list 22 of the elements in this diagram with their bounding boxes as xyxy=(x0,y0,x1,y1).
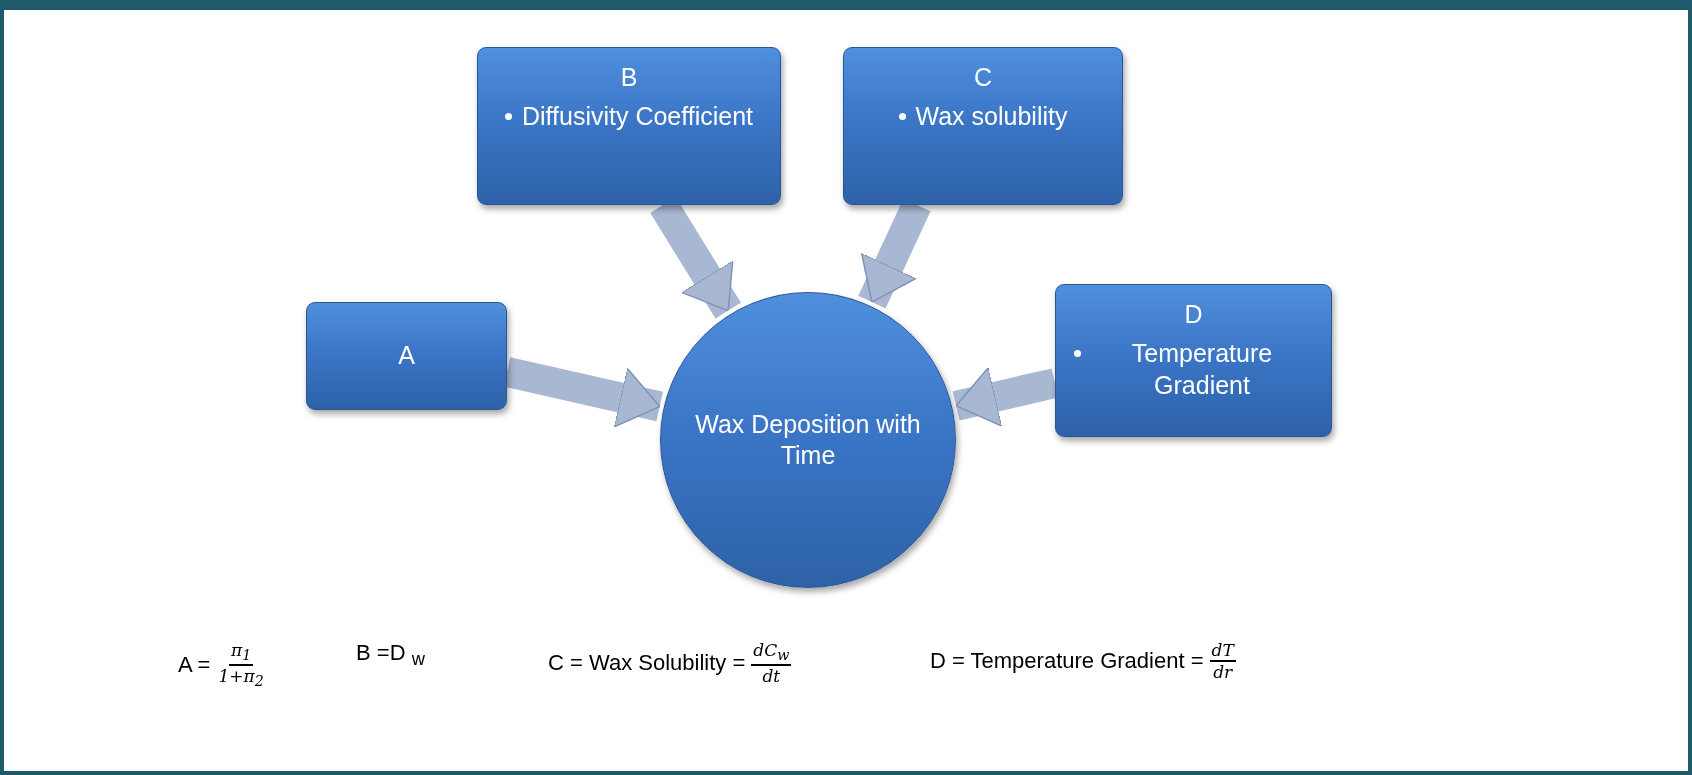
process-box xyxy=(306,302,507,410)
node-label: C xyxy=(973,62,993,93)
node-label: Wax Deposition with Time xyxy=(694,408,922,471)
node-label: A xyxy=(398,340,415,372)
process-box xyxy=(1055,284,1332,437)
node-label: B xyxy=(620,62,638,93)
fraction-numerator: π$_{1}$ xyxy=(228,640,254,667)
process-box xyxy=(843,47,1123,205)
process-box xyxy=(477,47,781,205)
node-label: D xyxy=(1184,299,1203,330)
bullet-text: Wax solubility xyxy=(915,101,1068,133)
formula-text: B =D $_{w}$ xyxy=(356,640,425,671)
formula-text: A = xyxy=(178,652,211,679)
fraction-denominator: 1+π$_{2}$ xyxy=(217,666,265,691)
bullet-text: Temperature Gradient xyxy=(1130,338,1274,401)
fraction-denominator: dr xyxy=(1212,662,1234,683)
fraction-numerator: dC$_{w}$ xyxy=(751,640,792,667)
bullet-text: Diffusivity Coefficient xyxy=(521,101,754,133)
formula-text: C = Wax Solubility = xyxy=(548,650,746,677)
formula-text: D = Temperature Gradient = xyxy=(930,648,1204,675)
fraction-numerator: dT xyxy=(1209,640,1236,663)
fraction-denominator: dt xyxy=(761,666,782,687)
